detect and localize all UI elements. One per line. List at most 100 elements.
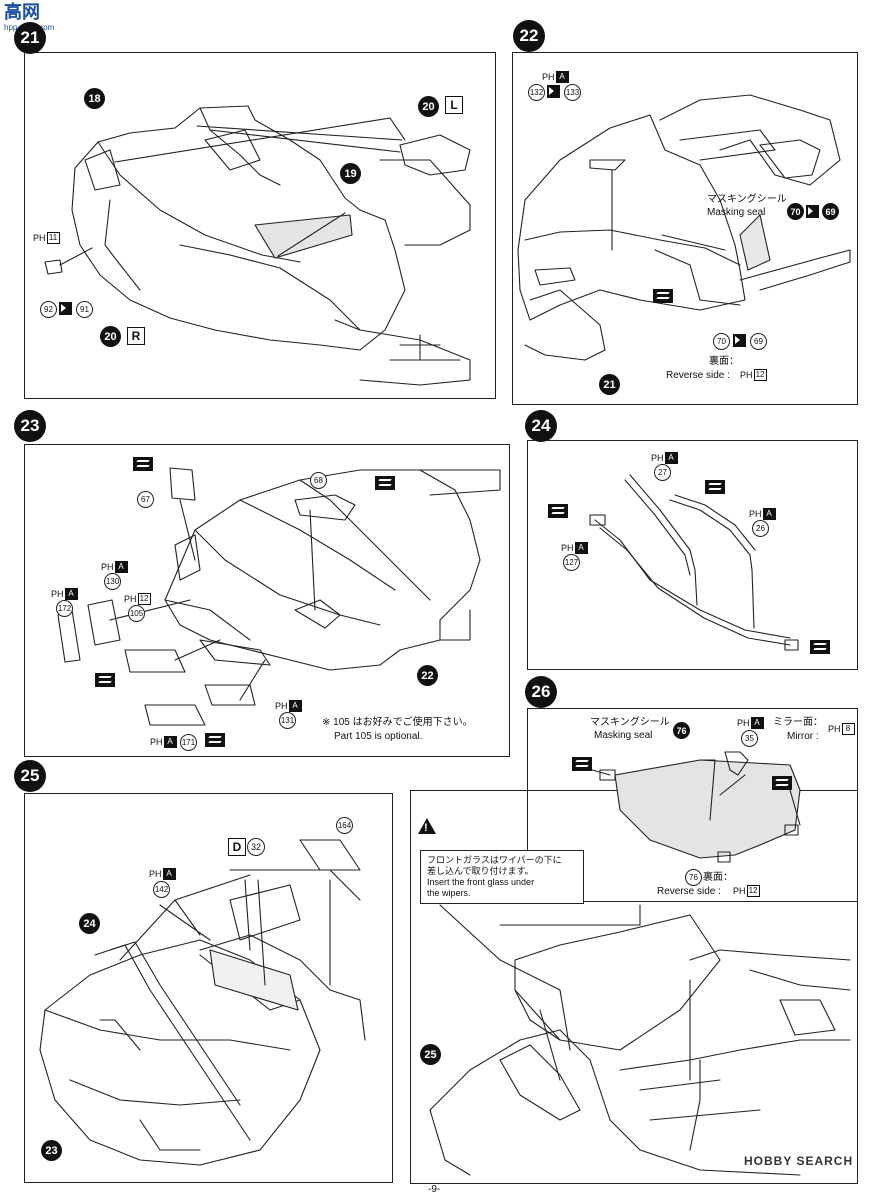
step-number-23: 23 bbox=[14, 410, 46, 442]
watermark-cn: 高网 bbox=[4, 2, 40, 22]
step21-mirror-pair-icon bbox=[59, 302, 72, 315]
ph-label: PH bbox=[124, 594, 137, 604]
ph-label: PH bbox=[561, 543, 574, 553]
step23-plating-130: PH A bbox=[101, 561, 128, 573]
step26-callout-76: 76 bbox=[673, 722, 690, 739]
step23-part-130: 130 bbox=[104, 573, 121, 590]
step22-mirror-pair-icon bbox=[547, 85, 560, 98]
step23-plating-105: PH 12 bbox=[124, 593, 151, 605]
step26-glue-icon-1 bbox=[572, 757, 592, 771]
step26-part-76-reverse: 76 bbox=[685, 869, 702, 886]
step21-side-left-box: L bbox=[445, 96, 463, 114]
hobby-search-logo: HOBBY SEARCH bbox=[744, 1154, 854, 1168]
step23-glue-icon-1 bbox=[133, 457, 153, 471]
ph-label: PH bbox=[542, 72, 555, 82]
step21-callout-20-right: 20 bbox=[100, 326, 121, 347]
ph-label: PH bbox=[733, 886, 746, 896]
step26-mirror-plating: PH 8 bbox=[828, 723, 855, 735]
ph-box: A bbox=[288, 700, 302, 712]
step24-glue-icon-2 bbox=[548, 504, 568, 518]
step23-plating-131: PH A bbox=[275, 700, 302, 712]
ph-label: PH bbox=[749, 509, 762, 519]
step23-glue-icon-2 bbox=[375, 476, 395, 490]
step26-mirror-jp: ミラー面： bbox=[773, 717, 823, 728]
ph-box: A bbox=[162, 868, 176, 880]
step21-part-92: 92 bbox=[40, 301, 57, 318]
step25-part-32: 32 bbox=[247, 838, 265, 856]
step22-reverse-side-jp: 裏面： bbox=[709, 356, 739, 367]
ph-label: PH bbox=[275, 701, 288, 711]
step-number-24: 24 bbox=[525, 410, 557, 442]
ph-number-box: 8 bbox=[841, 723, 855, 735]
step24-plating-27: PH A bbox=[651, 452, 678, 464]
step22-part-132: 132 bbox=[528, 84, 545, 101]
step24-plating-127: PH A bbox=[561, 542, 588, 554]
step25-callout-25: 25 bbox=[420, 1044, 441, 1065]
ph-box: A bbox=[750, 717, 764, 729]
step22-part-133: 133 bbox=[564, 84, 581, 101]
step25-callout-24: 24 bbox=[79, 913, 100, 934]
step25-parts-tree-d-box: D bbox=[228, 838, 246, 856]
ph-label: PH bbox=[651, 453, 664, 463]
step26-reverse-plating: PH 12 bbox=[733, 885, 760, 897]
step26-masking-seal-en: Masking seal bbox=[594, 730, 653, 741]
step-number-26: 26 bbox=[525, 676, 557, 708]
step22-callout-69-top: 69 bbox=[822, 203, 839, 220]
ph-box: A bbox=[555, 71, 569, 83]
step26-part-35: 35 bbox=[741, 730, 758, 747]
ph-label: PH bbox=[737, 718, 750, 728]
page-number: -9- bbox=[428, 1184, 441, 1195]
step23-callout-22: 22 bbox=[417, 665, 438, 686]
step22-part-70: 70 bbox=[713, 333, 730, 350]
ph-label: PH bbox=[150, 737, 163, 747]
ph-label: PH bbox=[101, 562, 114, 572]
step-number-22: 22 bbox=[513, 20, 545, 52]
ph-label: PH bbox=[828, 724, 841, 734]
step26-plating-35: PH A bbox=[737, 717, 764, 729]
step-23-panel bbox=[24, 444, 510, 757]
step23-plating-172: PH A bbox=[51, 588, 78, 600]
step24-part-127: 127 bbox=[563, 554, 580, 571]
step21-callout-20-left: 20 bbox=[418, 96, 439, 117]
step26-reverse-side-jp: 裏面： bbox=[703, 872, 733, 883]
step24-glue-icon-3 bbox=[810, 640, 830, 654]
ph-number-box: 12 bbox=[137, 593, 151, 605]
front-glass-note-jp-2: 差し込んで取り付けます。 bbox=[427, 866, 534, 876]
step-number-25: 25 bbox=[14, 760, 46, 792]
ph-box: A bbox=[574, 542, 588, 554]
step26-reverse-side-en: Reverse side : bbox=[657, 886, 721, 897]
step23-part-171: 171 bbox=[180, 734, 197, 751]
step21-side-right-box: R bbox=[127, 327, 145, 345]
step23-part-131: 131 bbox=[279, 712, 296, 729]
warning-icon-mark: ! bbox=[424, 822, 428, 834]
step23-part-105: 105 bbox=[128, 605, 145, 622]
step23-glue-icon-4 bbox=[205, 733, 225, 747]
front-glass-note: フロントガラスはワイパーの下に 差し込んで取り付けます。 Insert the … bbox=[420, 850, 584, 904]
step22-masking-seal-jp: マスキングシール bbox=[707, 194, 787, 205]
step25-callout-23: 23 bbox=[41, 1140, 62, 1161]
step22-reverse-side-en: Reverse side : bbox=[666, 370, 730, 381]
ph-number-box: 11 bbox=[46, 232, 60, 244]
ph-label: PH bbox=[51, 589, 64, 599]
step-25-panel bbox=[24, 793, 393, 1183]
step23-plating-171: PH A bbox=[150, 736, 177, 748]
warning-icon bbox=[418, 818, 436, 834]
step22-mirror-pair-bottom-icon bbox=[733, 334, 746, 347]
step-22-panel bbox=[512, 52, 858, 405]
ph-label: PH bbox=[740, 370, 753, 380]
step23-optional-note-jp: ※ 105 はお好みでご使用下さい。 bbox=[322, 717, 473, 728]
step22-reverse-plating: PH 12 bbox=[740, 369, 767, 381]
ph-label: PH bbox=[149, 869, 162, 879]
step24-plating-26: PH A bbox=[749, 508, 776, 520]
step26-glue-icon-2 bbox=[772, 776, 792, 790]
step23-optional-note-en: Part 105 is optional. bbox=[334, 731, 423, 742]
ph-box: A bbox=[163, 736, 177, 748]
ph-label: PH bbox=[33, 233, 46, 243]
ph-number-box: 12 bbox=[753, 369, 767, 381]
step23-glue-icon-3 bbox=[95, 673, 115, 687]
step21-plating-label: PH 11 bbox=[33, 232, 60, 244]
step24-part-27: 27 bbox=[654, 464, 671, 481]
step22-masking-seal-en: Masking seal bbox=[707, 207, 766, 218]
step22-mirror-pair-top-icon bbox=[806, 205, 819, 218]
step22-callout-21: 21 bbox=[599, 374, 620, 395]
